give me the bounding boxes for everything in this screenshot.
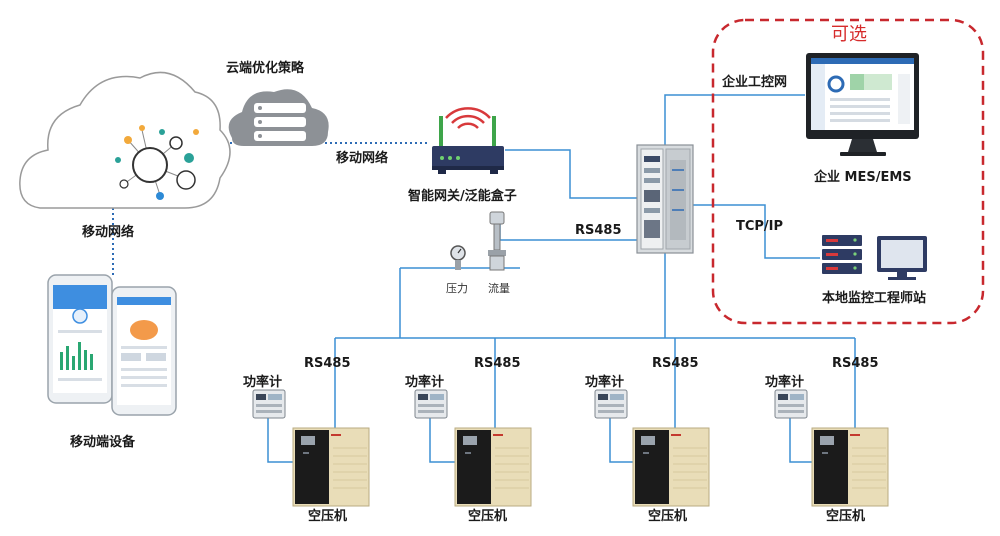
power-meter-label: 功率计 [243,374,282,390]
mobile-network-label-top: 移动网络 [336,150,388,166]
power-meter-icon [252,389,286,419]
router-icon [432,107,504,174]
power-meter-icon [774,389,808,419]
local-monitor-icon [877,236,927,280]
cloud-strategy-label: 云端优化策略 [226,60,305,76]
mobile-device-label: 移动端设备 [70,434,136,450]
enterprise-network-label: 企业工控网 [721,74,787,90]
power-meter-icon [594,389,628,419]
local-station-label: 本地监控工程师站 [822,290,926,306]
smartphone-icon [47,274,113,404]
rs485-label: RS485 [474,356,521,371]
rs485-label: RS485 [652,356,699,371]
air-compressor-icon [632,427,710,507]
pressure-gauge-icon [450,245,466,270]
rs485-label: RS485 [832,356,879,371]
local-server-icon [822,235,862,274]
control-cabinet-icon [636,144,694,254]
mes-ems-label: 企业 MES/EMS [813,169,912,185]
optional-label: 可选 [831,24,867,45]
air-compressor-icon [292,427,370,507]
mes-monitor-icon [806,53,919,156]
cloud-server-icon [228,89,329,146]
air-compressor-label: 空压机 [826,508,865,524]
power-meter-icon [414,389,448,419]
power-meter-label: 功率计 [765,374,804,390]
cloud-graphic [19,71,231,209]
mobile-network-label-left: 移动网络 [82,224,134,240]
air-compressor-label: 空压机 [308,508,347,524]
air-compressor-icon [811,427,889,507]
air-compressor-label: 空压机 [648,508,687,524]
gateway-label: 智能网关/泛能盒子 [408,188,517,204]
pressure-label: 压力 [446,282,468,295]
air-compressor-icon [454,427,532,507]
flow-label: 流量 [488,281,510,295]
air-compressor-label: 空压机 [468,508,507,524]
rs485-label: RS485 [304,356,351,371]
smartphone-icon [111,286,177,416]
tcpip-label: TCP/IP [736,219,783,234]
power-meter-label: 功率计 [405,374,444,390]
network-nodes-icon [115,125,199,200]
optional-region-border [711,18,985,325]
flow-meter-icon [488,211,506,271]
rs485-cabinet-label: RS485 [575,223,622,238]
power-meter-label: 功率计 [585,374,624,390]
